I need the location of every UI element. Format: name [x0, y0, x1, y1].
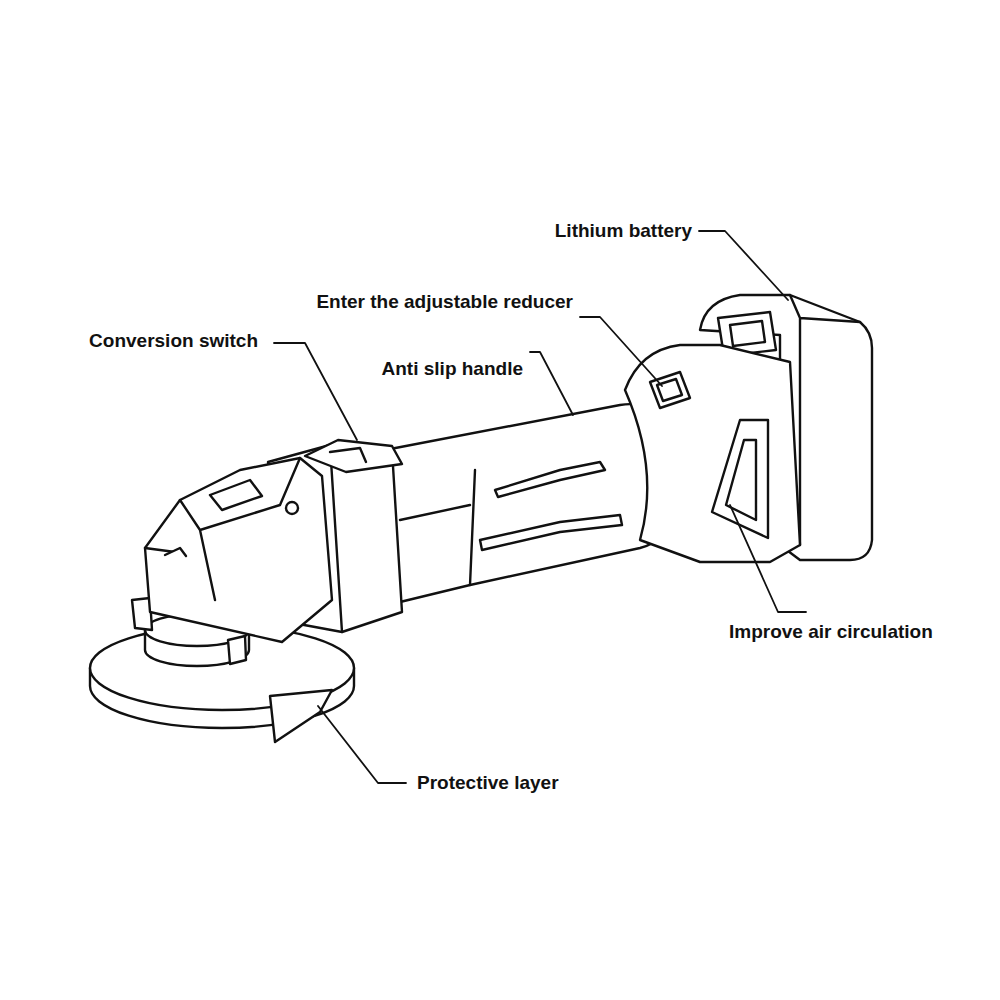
leader-line [274, 343, 357, 440]
callout-label: Enter the adjustable reducer [314, 291, 575, 314]
handle-line [400, 470, 475, 585]
guard-flap [270, 690, 332, 742]
anti-slip-handle [385, 404, 672, 602]
callout-label: Lithium battery [553, 220, 694, 243]
collar-line [330, 445, 342, 632]
leader-line [699, 231, 788, 300]
gear-head-vent [210, 480, 262, 510]
leader-line [318, 706, 406, 783]
gear-head [145, 458, 332, 642]
screw [286, 502, 298, 514]
callout-label: Protective layer [415, 772, 561, 795]
handle-grip [495, 462, 605, 497]
conversion-switch [305, 440, 402, 472]
callout-label: Anti slip handle [380, 358, 525, 381]
rear-housing [625, 345, 800, 562]
handle-grip [480, 515, 622, 550]
battery-window-inner [730, 321, 765, 346]
guard-clamp [228, 636, 246, 664]
callout-label: Improve air circulation [727, 621, 935, 644]
switch-line [330, 448, 366, 462]
leader-line [730, 505, 806, 612]
gear-head-top [145, 458, 300, 600]
battery-edge [790, 295, 860, 545]
reducer-button [650, 372, 690, 408]
vent [712, 420, 768, 538]
reducer-button-inner [657, 379, 682, 401]
gear-head-mark [165, 548, 186, 556]
leader-line [530, 352, 573, 415]
callout-label: Conversion switch [87, 330, 260, 353]
leader-line [580, 317, 662, 386]
